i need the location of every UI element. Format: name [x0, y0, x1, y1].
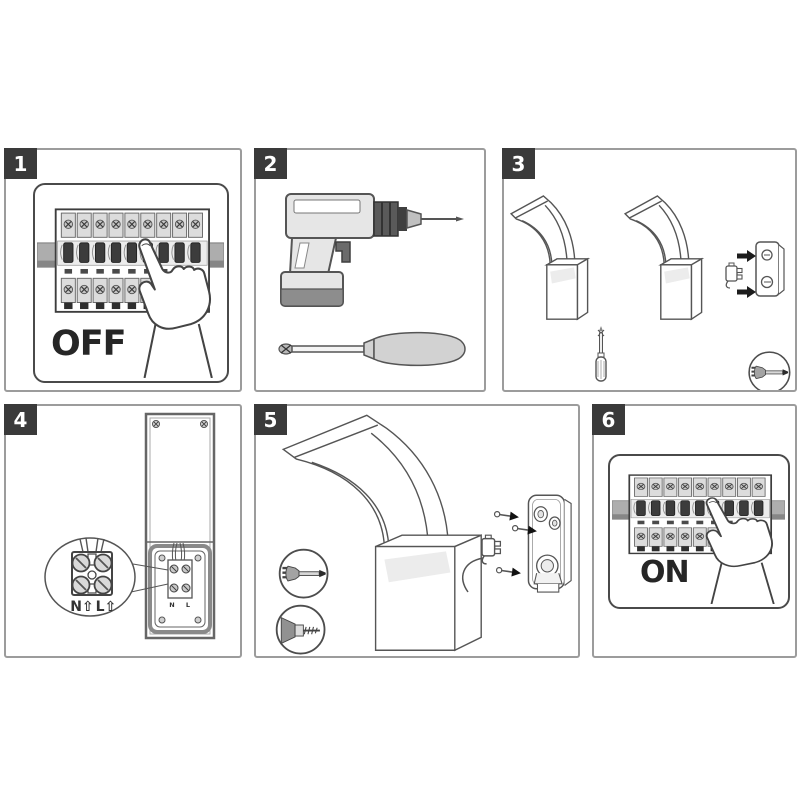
direction-arrow-icon [737, 250, 756, 262]
screw-arrow-icon [495, 564, 523, 579]
terminal-n-label: N [169, 601, 174, 609]
mount-lamp-illustration [275, 413, 572, 655]
screwdriver-vertical-icon [595, 326, 607, 382]
wall-lamp-icon [510, 195, 589, 320]
step-number-badge: 3 [502, 148, 535, 179]
step-panel-1: 1 OFF [4, 148, 242, 392]
step-number-badge: 6 [592, 404, 625, 435]
drill-icon [280, 193, 464, 307]
power-on-label: ON [640, 555, 690, 590]
power-off-label: OFF [51, 324, 127, 364]
step-panel-3: 3 [502, 148, 797, 392]
screwdriver-circle-icon [748, 351, 791, 390]
magnifier-n-label: N⇧ [70, 599, 93, 615]
circuit-breaker-on-illustration [612, 458, 785, 604]
screwdriver-icon [278, 331, 466, 367]
direction-arrow-icon [737, 286, 756, 298]
breaker-box-frame: OFF [33, 183, 229, 383]
mounting-bracket-icon [755, 241, 785, 297]
wall-lamp-icon [624, 195, 703, 320]
step-number-badge: 5 [254, 404, 287, 435]
breaker-row-art [612, 475, 785, 604]
tools-illustration [278, 193, 466, 367]
connector-wire [462, 557, 484, 593]
wall-anchor-circle-icon [275, 604, 326, 655]
terminal-l-label: L [186, 601, 190, 609]
step-panel-6: 6 ON [592, 404, 797, 658]
screw-arrow-icon [493, 508, 521, 523]
step-number-badge: 4 [4, 404, 37, 435]
magnifier-detail: N⇧ L⇧ [44, 537, 169, 617]
step-panel-5: 5 [254, 404, 580, 658]
step-number-badge: 2 [254, 148, 287, 179]
connector-plug-icon [725, 262, 743, 289]
screwdriver-circle-icon [278, 548, 329, 599]
connector-plug-icon [481, 534, 502, 565]
terminal-wiring-illustration: N L N⇧ L⇧ [44, 412, 216, 640]
mounting-plate-icon [527, 494, 572, 593]
junction-box: N L [148, 542, 212, 634]
magnifier-l-label: L⇧ [96, 599, 117, 615]
breaker-box-frame: ON [608, 454, 790, 609]
detach-bracket-illustration [510, 195, 791, 390]
step-panel-2: 2 [254, 148, 486, 392]
step-number-badge: 1 [4, 148, 37, 179]
step-panel-4: 4 [4, 404, 242, 658]
